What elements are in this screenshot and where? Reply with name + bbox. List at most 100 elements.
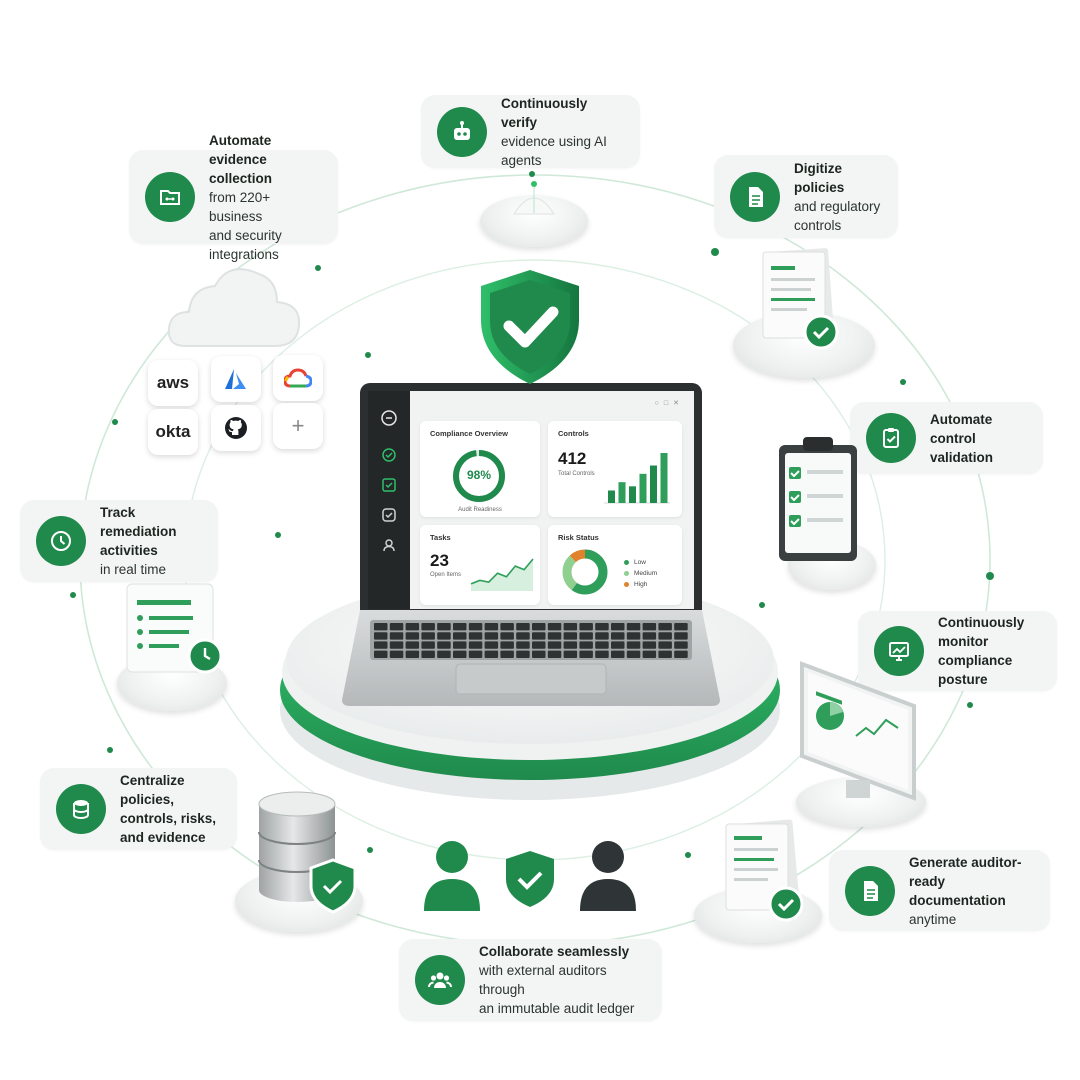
callout-subtitle: in real time: [100, 562, 167, 577]
sidebar-controls-icon[interactable]: [381, 507, 397, 523]
keyboard-key: [563, 650, 578, 658]
sidebar-user-icon[interactable]: [381, 537, 397, 553]
readiness-percent: 98%: [466, 468, 492, 482]
keyboard-key: [658, 623, 672, 631]
users-icon: [415, 955, 465, 1005]
keyboard-key: [468, 632, 483, 640]
keyboard-key: [389, 650, 404, 658]
keyboard-key: [468, 641, 483, 649]
trend-area: [471, 559, 533, 591]
keyboard-key: [595, 623, 609, 631]
checklist-clipboard-icon: [779, 437, 857, 561]
tasks-count: 23: [430, 551, 449, 570]
close-icon[interactable]: ✕: [673, 400, 684, 407]
keyboard-key: [500, 650, 514, 658]
keyboard-key: [626, 641, 641, 649]
keyboard-key: [674, 650, 688, 658]
callout-title: Automate control: [930, 411, 993, 446]
controls-bar: [660, 453, 668, 503]
controls-bar: [639, 473, 647, 503]
document-icon: [845, 865, 895, 916]
document-icon: [730, 171, 780, 222]
keyboard-key: [421, 650, 435, 658]
laptop-screen: ○□✕ Compliance Overview 98% Audit Readin…: [368, 391, 694, 609]
keyboard-key: [484, 623, 499, 631]
keyboard-key: [389, 641, 404, 649]
risk-slice-high: [562, 549, 608, 595]
auditor-collaboration-icons: [424, 841, 636, 911]
keyboard-key: [405, 623, 420, 631]
controls-card: Controls 412 Total Controls: [548, 421, 682, 517]
keyboard-key: [374, 632, 388, 640]
callout-title: Continuously verify: [501, 95, 588, 130]
maximize-icon[interactable]: □: [663, 400, 674, 407]
readiness-gauge: [453, 450, 505, 502]
legend-label: Medium: [634, 570, 658, 577]
callout-title-3: posture: [938, 672, 988, 687]
sidebar-tasks-icon[interactable]: [381, 477, 397, 493]
keyboard-key: [421, 641, 435, 649]
google-cloud-logo-icon: [273, 355, 323, 401]
callout-title: Generate auditor-ready: [909, 854, 1022, 889]
callout-subtitle: evidence using AI agents: [501, 133, 607, 168]
minimize-icon[interactable]: ○: [654, 400, 664, 407]
keyboard-key: [658, 650, 672, 658]
aws-label: aws: [156, 373, 190, 392]
callout-title-3: and evidence: [120, 830, 206, 845]
risk-status-card: Risk Status Low Medium High: [548, 525, 682, 605]
keyboard-key: [484, 641, 499, 649]
keyboard-key: [579, 632, 593, 640]
callout-automate-evidence: Automate evidence collection from 220+ b…: [129, 133, 338, 262]
keyboard-key: [611, 650, 625, 658]
risk-slice-medium: [562, 549, 608, 595]
keyboard-key: [674, 632, 688, 640]
keyboard-key: [437, 641, 451, 649]
sidebar-check-icon[interactable]: [381, 447, 397, 463]
keyboard-key: [453, 641, 467, 649]
tasks-card: Tasks 23 Open Items: [420, 525, 540, 605]
card-title: Compliance Overview: [430, 429, 508, 438]
callout-subtitle-2: an immutable audit ledger: [479, 1001, 635, 1016]
scanner-dome: [513, 181, 555, 215]
keyboard-key: [516, 650, 530, 658]
okta-label: okta: [155, 422, 191, 441]
keyboard-key: [374, 623, 388, 631]
card-title: Controls: [558, 429, 589, 438]
callout-title-2: controls, risks,: [120, 811, 217, 826]
keyboard-key: [389, 632, 404, 640]
app-logo-icon: [381, 410, 397, 426]
keyboard-key: [453, 650, 467, 658]
keyboard-key: [674, 623, 688, 631]
callout-subtitle: from 220+ business: [209, 189, 271, 224]
keyboard-key: [642, 623, 657, 631]
keyboard-key: [642, 641, 657, 649]
keyboard-key: [389, 623, 404, 631]
database-icon: [56, 784, 106, 834]
tasks-trend-chart: [470, 558, 534, 591]
trend-line: [470, 558, 534, 585]
okta-logo: okta: [148, 409, 198, 455]
callout-title: Continuously: [938, 615, 1025, 630]
keyboard-key: [642, 632, 657, 640]
keyboard-key: [563, 641, 578, 649]
keyboard-key: [437, 623, 451, 631]
callout-subtitle: with external auditors through: [479, 963, 607, 997]
robot-icon: [437, 106, 487, 157]
card-title: Risk Status: [558, 533, 599, 542]
callout-title-2: validation: [930, 449, 994, 465]
keyboard-key: [468, 623, 483, 631]
risk-legend: Low Medium High: [624, 557, 657, 590]
legend-label: High: [634, 581, 648, 588]
keyboard-key: [611, 641, 625, 649]
callout-subtitle-2: and security integrations: [209, 227, 282, 262]
callout-subtitle: anytime: [909, 911, 957, 927]
controls-bar: [618, 482, 626, 503]
callout-subtitle: and regulatory: [794, 198, 881, 214]
auditor-documents-icon: [725, 819, 804, 922]
security-shield-icon: [481, 270, 579, 384]
keyboard-key: [405, 650, 420, 658]
